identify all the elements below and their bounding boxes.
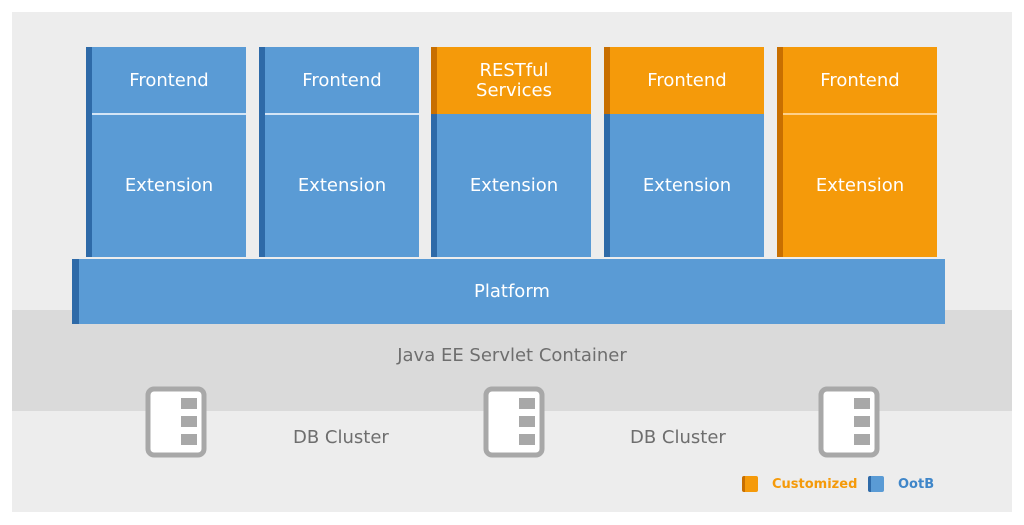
module-1-divider [92, 113, 246, 115]
db-cluster-label-2: DB Cluster [630, 427, 726, 448]
module-2-edge [259, 47, 265, 257]
module-2-divider [265, 113, 419, 115]
module-3-bottom-edge [431, 114, 437, 257]
legend-ootb-swatch [868, 476, 884, 492]
module-5-frontend: Frontend [783, 47, 937, 114]
module-1-edge [86, 47, 92, 257]
server-icon [145, 386, 207, 458]
module-5-extension: Extension [783, 114, 937, 257]
server-icon [483, 386, 545, 458]
module-4-extension: Extension [610, 114, 764, 257]
server-icon [818, 386, 880, 458]
module-4-frontend: Frontend [610, 47, 764, 114]
module-5-edge [777, 47, 783, 257]
module-4-top-edge [604, 47, 610, 114]
servlet-container-label: Java EE Servlet Container [397, 345, 627, 366]
module-3-restful-services: RESTful Services [437, 47, 591, 114]
module-3-extension: Extension [437, 114, 591, 257]
legend-customized-swatch [742, 476, 758, 492]
module-4-bottom-edge [604, 114, 610, 257]
platform-bar: Platform [79, 259, 945, 324]
legend-customized-label: Customized [772, 477, 858, 492]
db-cluster-label-1: DB Cluster [293, 427, 389, 448]
module-5-divider [783, 113, 937, 115]
platform-edge [72, 259, 79, 324]
legend-ootb-label: OotB [898, 477, 935, 492]
module-2-extension: Extension [265, 114, 419, 257]
module-1-extension: Extension [92, 114, 246, 257]
module-2-frontend: Frontend [265, 47, 419, 114]
module-3-top-edge [431, 47, 437, 114]
module-1-frontend: Frontend [92, 47, 246, 114]
